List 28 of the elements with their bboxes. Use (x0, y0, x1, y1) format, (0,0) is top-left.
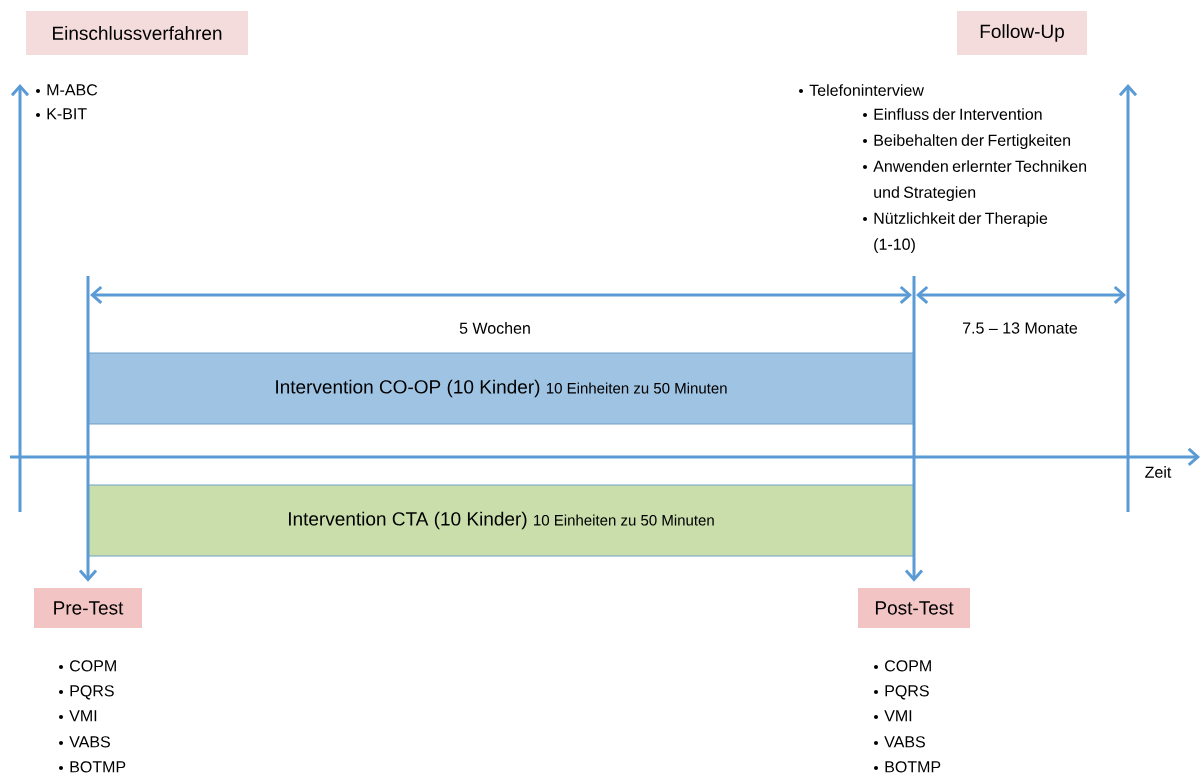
bullet-item: Einfluss der Intervention (863, 108, 1042, 120)
time-label: Zeit (1145, 466, 1172, 478)
bullet-item: Anwenden erlernter Techniken und Strategien (863, 160, 1087, 202)
bullet-item: PQRS (874, 685, 929, 700)
bullet-item: VMI (59, 710, 97, 722)
intervention-bar: Intervention CO-OP (10 Kinder) 10 Einheiten zu 50 Minuten (87, 352, 915, 425)
time-label: 5 Wochen (459, 322, 530, 334)
bullet-item: PQRS (59, 685, 114, 700)
intervention-bar: Intervention CTA (10 Kinder) 10 Einheiten zu 50 Minuten (87, 484, 915, 557)
phase-label-box: Einschlussverfahren (26, 11, 248, 55)
arrow (78, 276, 98, 582)
bullet-item: COPM (874, 660, 931, 672)
bullet-item: Beibehalten der Fertigkeiten (863, 134, 1070, 150)
bullet-item: VABS (59, 736, 110, 748)
bullet-item: BOTMP (59, 761, 126, 773)
bullet-item: M-ABC (36, 84, 98, 96)
bullet-item: VMI (874, 710, 912, 722)
bullet-item: Nützlichkeit der Therapie (1-10) (863, 212, 1048, 254)
phase-label-box: Post-Test (858, 588, 970, 628)
bullet-item: BOTMP (874, 761, 941, 773)
bullet-item: Telefoninterview (799, 84, 924, 96)
phase-label-box: Follow-Up (957, 11, 1087, 55)
phase-label-box: Pre-Test (34, 588, 142, 628)
arrow (904, 276, 924, 582)
bullet-item: K-BIT (36, 108, 87, 120)
bullet-item: COPM (59, 660, 116, 672)
time-label: 7.5 – 13 Monate (963, 322, 1078, 334)
bullet-item: VABS (874, 736, 925, 748)
